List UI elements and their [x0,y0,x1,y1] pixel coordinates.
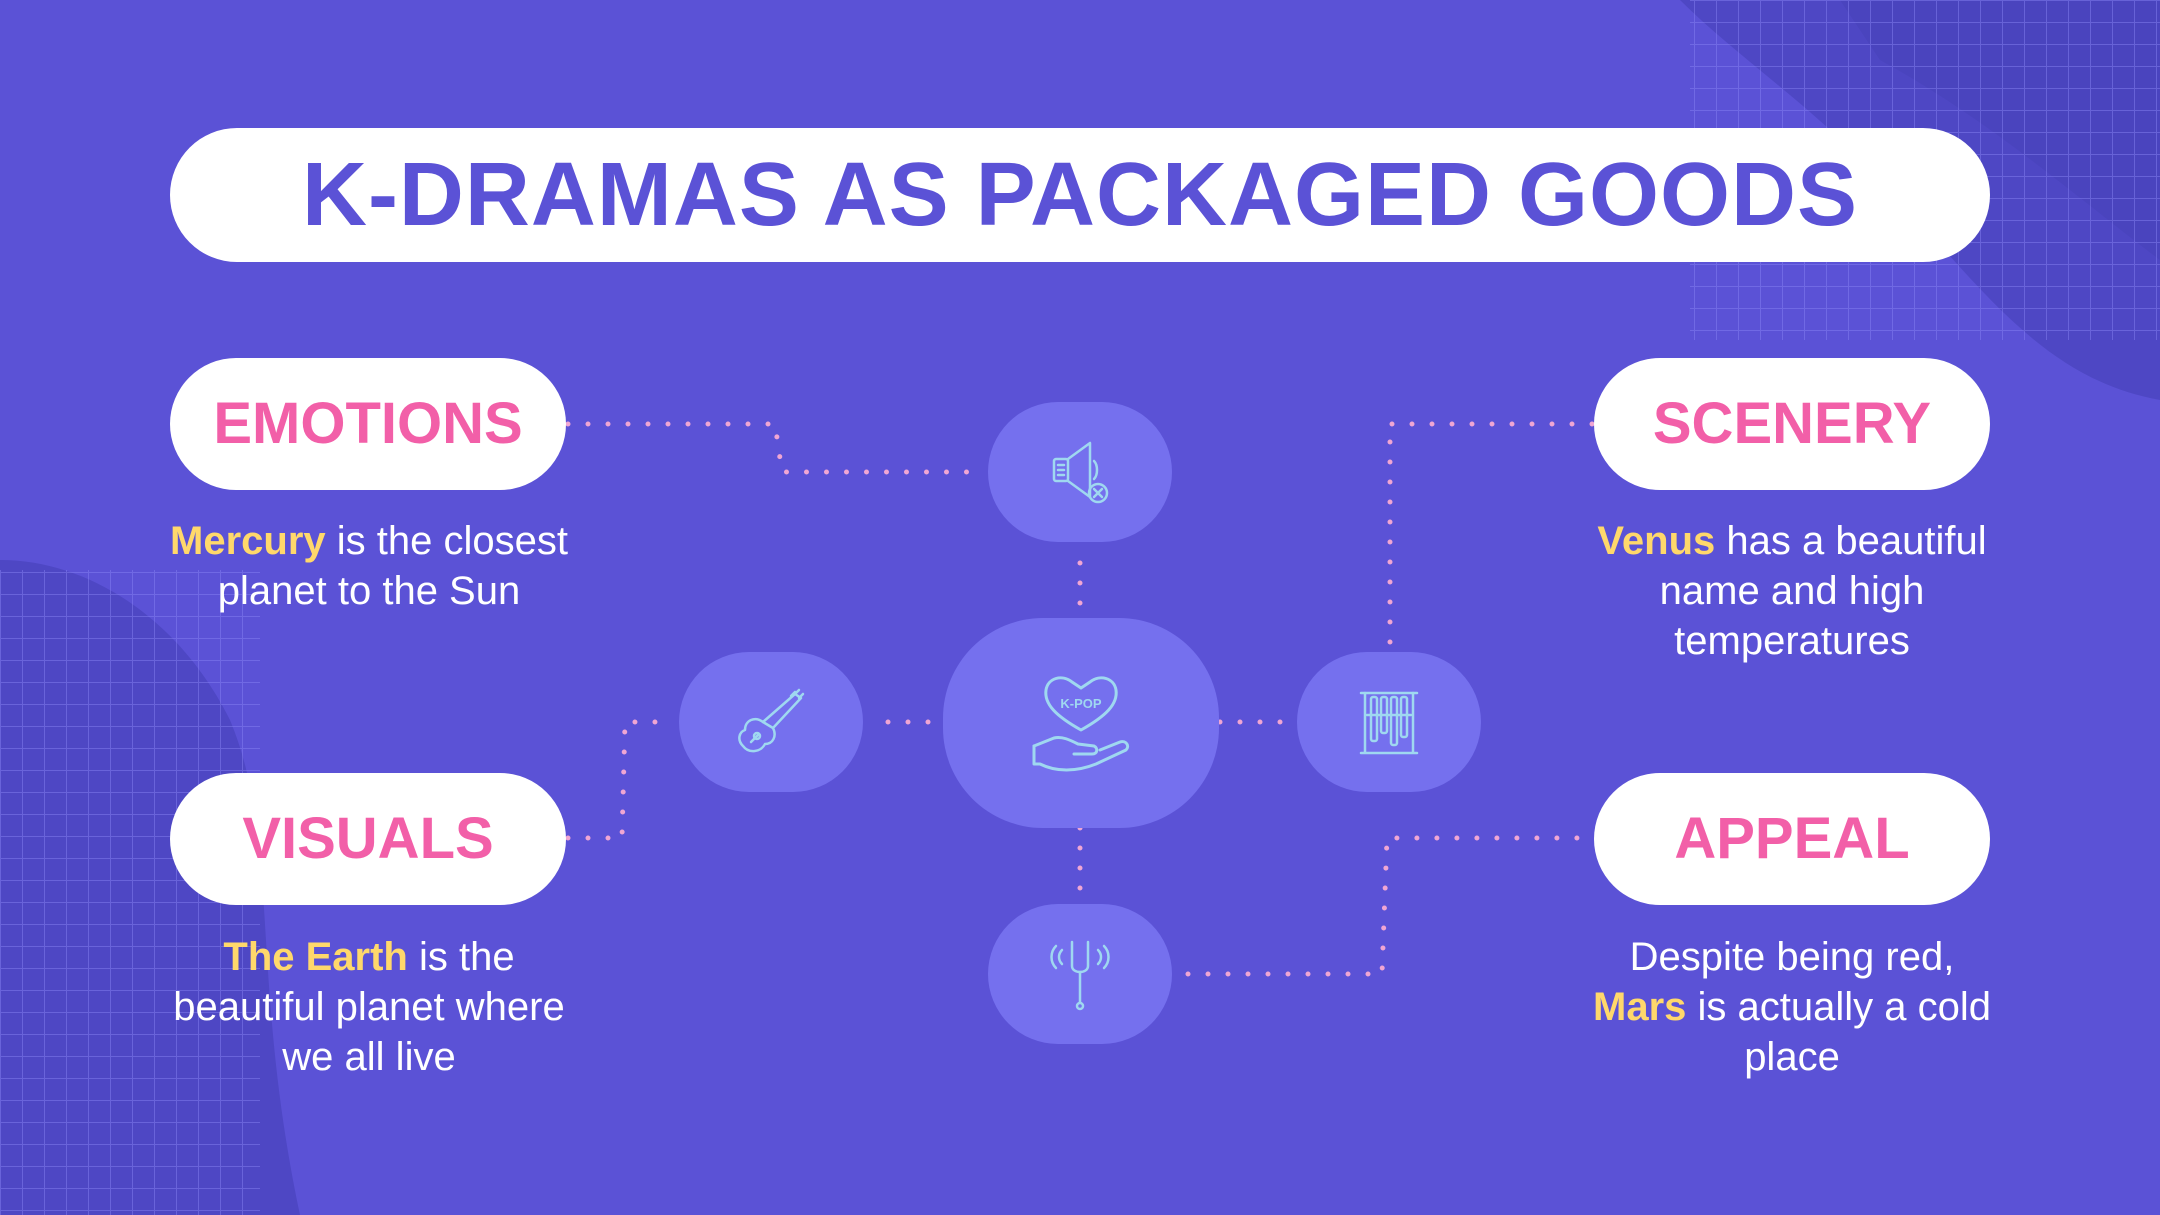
emotions-label-pill: EMOTIONS [170,358,566,490]
visuals-label-pill: VISUALS [170,773,566,905]
bottom-node [988,904,1172,1044]
heart-hand-icon: K-POP [1032,676,1130,772]
emotions-description: Mercury is the closest planet to the Sun [159,516,579,616]
title-banner: K-DRAMAS AS PACKAGED GOODS [170,128,1990,262]
appeal-description: Despite being red, Mars is actually a co… [1582,932,2002,1082]
electric-guitar-icon [738,688,805,753]
appeal-desc-after: is actually a cold place [1686,985,1991,1079]
visuals-highlight: The Earth [223,935,408,979]
emotions-highlight: Mercury [170,519,326,563]
tuning-fork-icon [1050,940,1110,1011]
emotions-desc-text: is the closest planet to the Sun [217,519,568,613]
appeal-highlight: Mars [1593,985,1687,1029]
page-title: K-DRAMAS AS PACKAGED GOODS [301,144,1859,245]
appeal-label: APPEAL [1674,806,1910,871]
scenery-highlight: Venus [1597,519,1716,563]
emotions-label: EMOTIONS [213,391,523,456]
speaker-muted-icon [1052,441,1109,504]
scenery-label: SCENERY [1652,391,1932,456]
visuals-label: VISUALS [242,806,494,871]
right-node [1297,652,1481,792]
center-node: K-POP [943,618,1219,828]
scenery-desc-text: has a beautiful name and high temperatur… [1659,519,1987,663]
visuals-description: The Earth is the beautiful planet where … [159,932,579,1082]
visuals-desc-text: is the beautiful planet where we all liv… [173,935,565,1079]
chimes-icon [1359,691,1419,755]
left-node [679,652,863,792]
top-node [988,402,1172,542]
appeal-desc-before: Despite being red, [1629,935,1955,979]
appeal-label-pill: APPEAL [1594,773,1990,905]
kpop-text: K-POP [1060,696,1102,711]
scenery-label-pill: SCENERY [1594,358,1990,490]
scenery-description: Venus has a beautiful name and high temp… [1582,516,2002,666]
